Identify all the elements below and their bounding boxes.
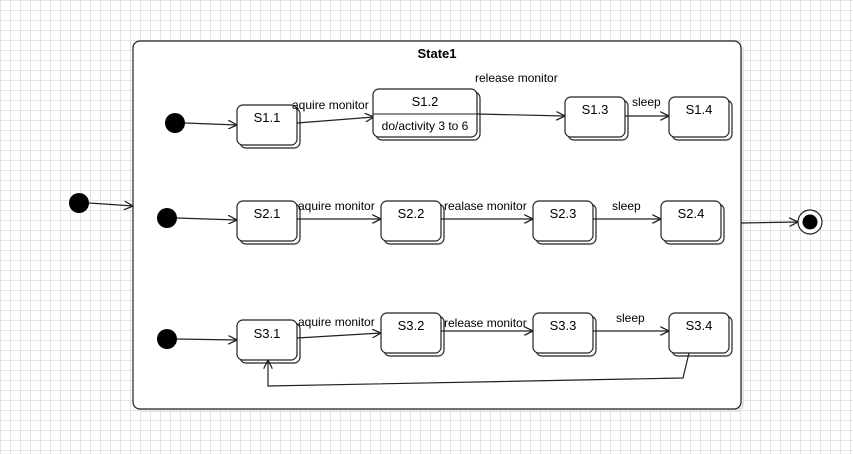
state-name: S3.3 <box>550 318 577 333</box>
state-s3-2[interactable]: S3.2 <box>380 312 445 357</box>
state-name: S3.4 <box>686 318 713 333</box>
state-name: S3.1 <box>254 326 281 341</box>
initial-node-region3[interactable] <box>157 329 177 349</box>
state-s1-2[interactable]: S1.2 do/activity 3 to 6 <box>372 88 481 141</box>
state-s1-3[interactable]: S1.3 <box>564 96 629 141</box>
outer-initial-transition[interactable] <box>88 203 133 206</box>
transition-label: sleep <box>612 199 641 213</box>
transition-label: sleep <box>616 311 645 325</box>
transition-label: aquire monitor <box>298 315 375 329</box>
transition-label: realase monitor <box>444 199 527 213</box>
state-name: S1.3 <box>582 102 609 117</box>
transition-label: release monitor <box>444 316 527 330</box>
initial-transition-region1[interactable] <box>184 123 237 125</box>
state-s2-1[interactable]: S2.1 <box>236 200 301 245</box>
state-s1-4[interactable]: S1.4 <box>668 96 733 141</box>
state-name: S2.1 <box>254 206 281 221</box>
initial-transition-region2[interactable] <box>176 218 237 220</box>
state-s2-2[interactable]: S2.2 <box>380 200 445 245</box>
state-name: S2.4 <box>678 206 705 221</box>
final-node[interactable] <box>797 209 823 235</box>
initial-transition-region3[interactable] <box>176 339 237 340</box>
initial-node-region1[interactable] <box>165 113 185 133</box>
state-name: S2.2 <box>398 206 425 221</box>
outer-initial-node[interactable] <box>69 193 89 213</box>
state-s2-3[interactable]: S2.3 <box>532 200 597 245</box>
transition-s3-1-to-s3-2[interactable] <box>296 333 381 339</box>
state-s1-1[interactable]: S1.1 <box>236 104 301 149</box>
state-name: S1.1 <box>254 110 281 125</box>
exit-transition[interactable] <box>740 222 798 223</box>
transition-label: aquire monitor <box>292 98 369 112</box>
transition-label: sleep <box>632 95 661 109</box>
transition-label: aquire monitor <box>298 199 375 213</box>
state-name: S1.2 <box>412 94 439 109</box>
state-activity: do/activity 3 to 6 <box>382 119 469 133</box>
transition-s3-4-to-s3-1-loop[interactable] <box>268 352 690 387</box>
transition-s1-1-to-s1-2[interactable] <box>296 117 374 124</box>
initial-node-region2[interactable] <box>157 208 177 228</box>
state-name: S1.4 <box>686 102 713 117</box>
composite-state-title: State1 <box>417 46 456 61</box>
state-s3-4[interactable]: S3.4 <box>668 312 733 357</box>
state-s2-4[interactable]: S2.4 <box>660 200 725 245</box>
transition-s1-2-to-s1-3[interactable] <box>476 114 565 116</box>
state-name: S3.2 <box>398 318 425 333</box>
state-s3-1[interactable]: S3.1 <box>236 319 301 364</box>
state-s3-3[interactable]: S3.3 <box>532 312 597 357</box>
state-name: S2.3 <box>550 206 577 221</box>
transition-label: release monitor <box>475 71 558 85</box>
